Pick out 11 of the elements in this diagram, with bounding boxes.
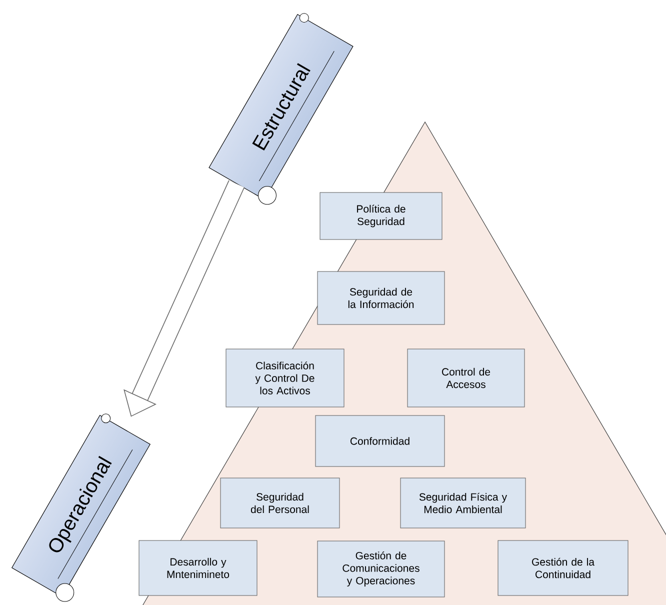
text-box: Seguridad del Personal xyxy=(220,478,340,528)
text-box: Política de Seguridad xyxy=(320,192,442,240)
text-box: Gestión de Comunicaciones y Operaciones xyxy=(317,540,445,598)
text-box: Clasificación y Control De los Activos xyxy=(226,348,344,408)
text-box: Control de Accesos xyxy=(407,348,525,408)
text-box: Conformidad xyxy=(315,415,445,467)
text-box: Seguridad de la Información xyxy=(317,271,445,325)
text-box: Gestión de la Continuidad xyxy=(498,540,628,596)
text-box: Seguridad Física y Medio Ambiental xyxy=(400,478,526,528)
block-arrow xyxy=(124,180,245,417)
text-box: Desarrollo y Mntenimineto xyxy=(138,540,258,596)
